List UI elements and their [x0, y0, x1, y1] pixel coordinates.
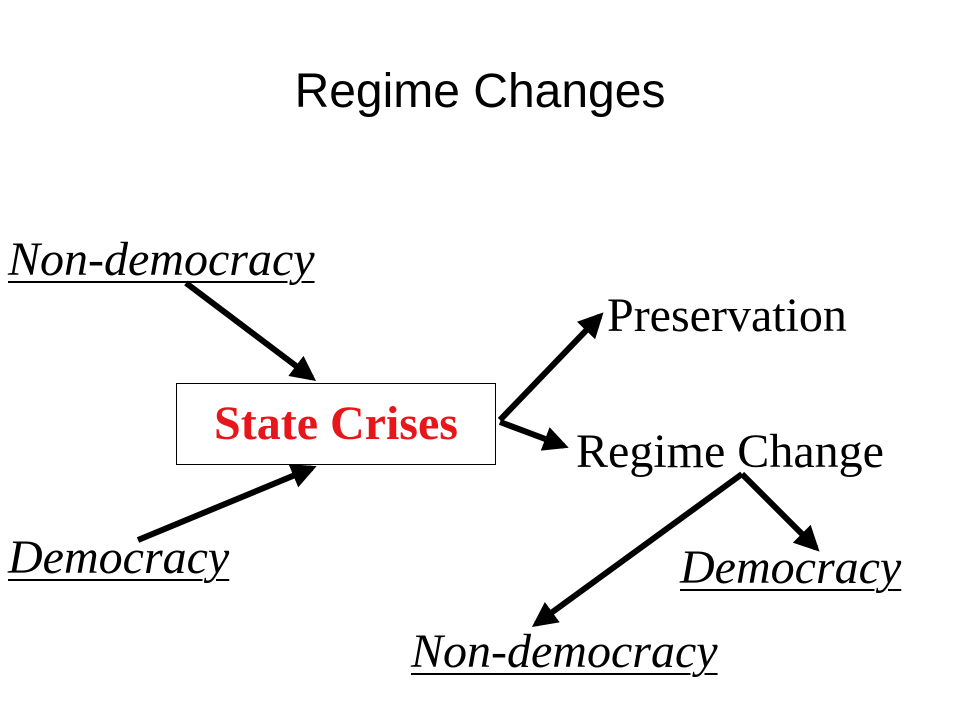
arrow-regime-change-to-democracy	[739, 471, 820, 552]
non-democracy-bottom-label: Non-democracy	[411, 625, 718, 678]
slide-title: Regime Changes	[294, 65, 666, 118]
arrow-nondemocracy-to-crises	[184, 280, 317, 382]
arrow-crises-to-regime-change	[498, 419, 569, 451]
preservation-label: Preservation	[607, 289, 847, 342]
democracy-left-label: Democracy	[8, 531, 230, 584]
state-crises-box: State Crises	[176, 383, 496, 465]
regime-change-label: Regime Change	[576, 425, 884, 478]
arrow-democracy-to-crises	[136, 464, 317, 543]
arrow-crises-to-preservation	[497, 312, 604, 423]
state-crises-label: State Crises	[214, 397, 458, 450]
non-democracy-top-label: Non-democracy	[8, 233, 315, 286]
democracy-right-label: Democracy	[680, 541, 902, 594]
arrow-regime-change-to-nondemocracy	[531, 471, 744, 627]
